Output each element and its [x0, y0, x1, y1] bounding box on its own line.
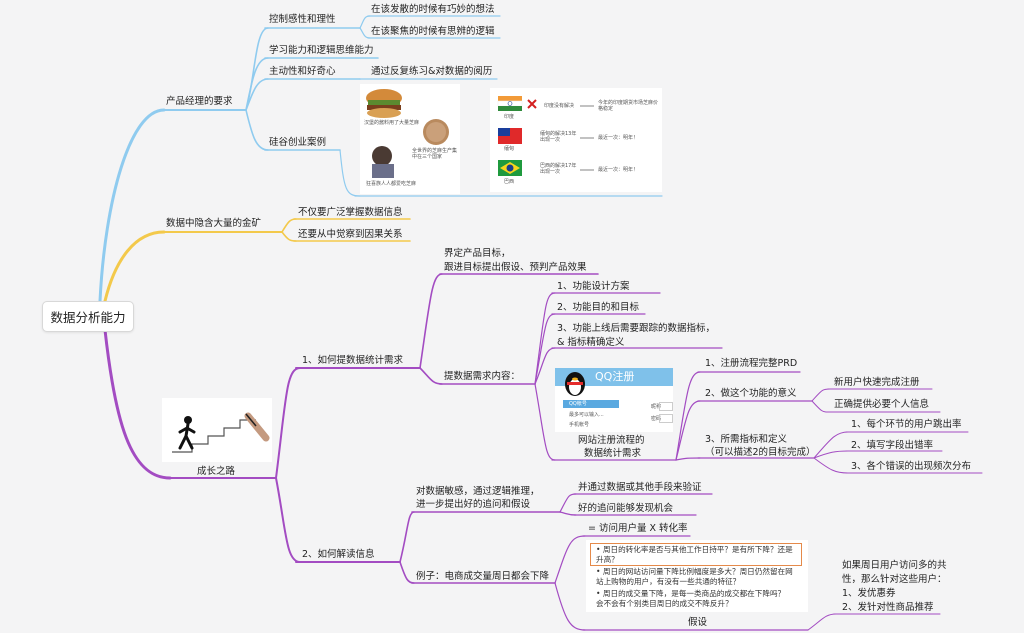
hypothesis-line: • 周日的网站访问量下降比例幅度是多大？周日仍然留在网 [596, 567, 793, 576]
node-goal-line2[interactable]: 跟进目标提出假设、预判产品效果 [444, 262, 587, 273]
node-feature-meaning[interactable]: 2、做这个功能的意义 [705, 388, 797, 399]
node-raise-requirements[interactable]: 1、如何提数据统计需求 [302, 355, 404, 366]
node-good-questions[interactable]: 好的追问能够发现机会 [578, 503, 674, 514]
myanmar-text: 缅甸的解决13年出现一次 [540, 131, 577, 143]
burger-caption: 汉堡的酱料用了大量芝麻 [364, 120, 420, 126]
node-metrics-line1[interactable]: 3、功能上线后需要跟踪的数据指标， [557, 323, 716, 334]
node-pm-requirements[interactable]: 产品经理的要求 [166, 96, 233, 107]
hypothesis-line: 升高？ [596, 555, 619, 564]
node-initiative[interactable]: 主动性和好奇心 [269, 66, 336, 77]
node-quick-register[interactable]: 新用户快速完成注册 [834, 377, 920, 388]
brazil-label: 巴西 [504, 179, 515, 185]
node-full-prd[interactable]: 1、注册流程完整PRD [705, 358, 798, 369]
country-comparison-image: 印度 印度没有解决 今年的印度期货市场芝麻价格稳定 缅甸 缅甸的解决13年出现一… [490, 88, 662, 192]
qq-caption-line1: 网站注册流程的 [578, 435, 645, 446]
connector-root-gold [103, 230, 166, 303]
node-purpose-goal[interactable]: 2、功能目的和目标 [557, 302, 640, 313]
node-followup-line2[interactable]: 性，那么针对这些用户： [842, 574, 947, 585]
root-node[interactable]: 数据分析能力 [42, 301, 134, 332]
qq-password-field[interactable] [659, 414, 673, 423]
node-divergent[interactable]: 在该发散的时候有巧妙的想法 [371, 4, 495, 15]
qq-caption-line2: 数据统计需求 [584, 448, 642, 459]
node-metrics-line2[interactable]: & 指标精确定义 [557, 337, 625, 348]
node-formula[interactable]: = 访问用户量 X 转化率 [588, 523, 688, 534]
hypothesis-line: • 周日的转化率是否与其他工作日持平？是有所下降？还是 [596, 545, 793, 554]
hypothesis-image: • 周日的转化率是否与其他工作日持平？是有所下降？还是 升高？ • 周日的网站访… [586, 540, 808, 612]
hypothesis-highlight [590, 543, 802, 566]
node-correct-info[interactable]: 正确提供必要个人信息 [834, 399, 930, 410]
india-label: 印度 [504, 114, 515, 120]
node-followup-coupon[interactable]: 1、发优惠券 [842, 588, 896, 599]
node-practice[interactable]: 通过反复练习&对数据的阅历 [371, 66, 493, 77]
node-focused[interactable]: 在该聚焦的时候有思辨的逻辑 [371, 26, 495, 37]
node-verify[interactable]: 并通过数据或其他手段来验证 [578, 482, 702, 493]
qq-register-image: QQ注册 QQ帐号 最多可以输入... 手机帐号 昵称 密码 [555, 368, 673, 432]
brazil-result: 最近一次：明年！ [598, 167, 639, 173]
qq-nickname-field[interactable] [659, 402, 673, 411]
sesame-case-image: 汉堡的酱料用了大量芝麻 全世界的芝麻生产集中在三个国家 狂喜族人人都爱吃芝麻 [360, 84, 460, 194]
person-caption: 狂喜族人人都爱吃芝麻 [366, 181, 417, 187]
sesame-caption: 全世界的芝麻生产集中在三个国家 [412, 148, 458, 160]
sesame-illustration [366, 89, 449, 178]
hypothesis-line: • 周日的成交量下降，是每一类商品的成交都在下降吗？ [596, 589, 786, 598]
node-design-plan[interactable]: 1、功能设计方案 [557, 281, 630, 292]
node-sensitive-line1[interactable]: 对数据敏感，通过逻辑推理， [416, 486, 540, 497]
connector-root-pm [98, 108, 166, 303]
india-text: 印度没有解决 [544, 103, 575, 109]
node-field-error-rate[interactable]: 2、填写字段出错率 [851, 440, 934, 451]
node-requirement-content[interactable]: 提数据需求内容： [444, 371, 521, 382]
qq-password-label: 密码 [651, 416, 662, 422]
flags-illustration [497, 96, 594, 176]
stairs-icon [172, 412, 270, 453]
qq-hint: 最多可以输入... [569, 412, 604, 418]
node-metrics-required-line2[interactable]: （可以描述2的目标完成） [705, 447, 816, 458]
qq-nickname-label: 昵称 [651, 404, 662, 410]
node-error-frequency[interactable]: 3、各个错误的出现频次分布 [851, 461, 972, 472]
myanmar-result: 最近一次：明年！ [598, 135, 639, 141]
node-followup-recommend[interactable]: 2、发针对性商品推荐 [842, 602, 934, 613]
node-ecommerce-example[interactable]: 例子：电商成交量周日都会下降 [416, 571, 550, 582]
node-gold-mine[interactable]: 数据中隐含大量的金矿 [166, 218, 262, 229]
node-silicon-case[interactable]: 硅谷创业案例 [269, 137, 327, 148]
node-dropout-rate[interactable]: 1、每个环节的用户跳出率 [851, 419, 962, 430]
node-sensitive-line2[interactable]: 进一步提出好的追问和假设 [416, 499, 531, 510]
hypothesis-line: 会不会有个别类目周日的成交不降反升？ [596, 599, 733, 608]
node-followup-line1[interactable]: 如果周日用户访问多的共 [842, 560, 947, 571]
qq-phone-label: 手机帐号 [569, 422, 590, 428]
node-master-data[interactable]: 不仅要广泛掌握数据信息 [298, 207, 403, 218]
node-metrics-required-line1[interactable]: 3、所需指标和定义 [705, 434, 788, 445]
node-interpret-info[interactable]: 2、如何解读信息 [302, 549, 375, 560]
hypothesis-line: 站上购物的用户，有没有一些共通的特征？ [596, 577, 741, 586]
node-causality[interactable]: 还要从中觉察到因果关系 [298, 229, 403, 240]
node-goal-line1[interactable]: 界定产品目标， [444, 248, 511, 259]
qq-account-label: QQ帐号 [569, 401, 587, 407]
connector-root-growth [103, 328, 172, 480]
qq-account-tab[interactable] [563, 400, 619, 408]
myanmar-label: 缅甸 [504, 146, 515, 152]
node-learning[interactable]: 学习能力和逻辑思维能力 [269, 45, 374, 56]
node-hypothesis[interactable]: 假设 [688, 617, 708, 628]
node-growth-path[interactable]: 成长之路 [197, 466, 236, 477]
qq-penguin-icon [565, 372, 585, 396]
node-control[interactable]: 控制感性和理性 [269, 14, 336, 25]
brazil-text: 巴西的解决17年出现一次 [540, 163, 577, 175]
growth-stairs-image [162, 398, 272, 462]
india-result: 今年的印度期货市场芝麻价格稳定 [598, 100, 659, 112]
